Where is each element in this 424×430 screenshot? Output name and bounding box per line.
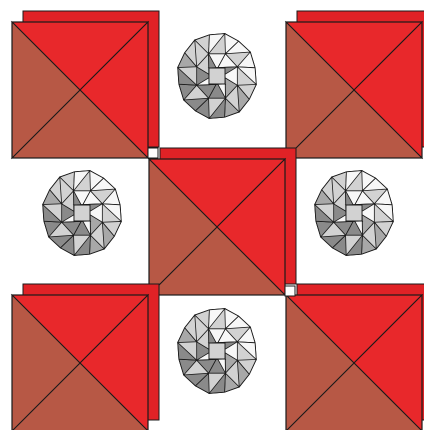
- octahedron-top-right: [286, 11, 424, 158]
- cluster-top: [178, 34, 256, 119]
- octahedron-bottom-left: [12, 284, 159, 430]
- junction-square: [148, 148, 158, 158]
- octahedron-top-left: [12, 11, 159, 158]
- cluster-right: [315, 171, 393, 256]
- cluster-bottom: [178, 309, 256, 394]
- cluster-left: [43, 171, 121, 256]
- octahedron-bottom-right: [286, 284, 424, 430]
- junction-square: [285, 286, 295, 296]
- octahedron-center: [149, 148, 296, 295]
